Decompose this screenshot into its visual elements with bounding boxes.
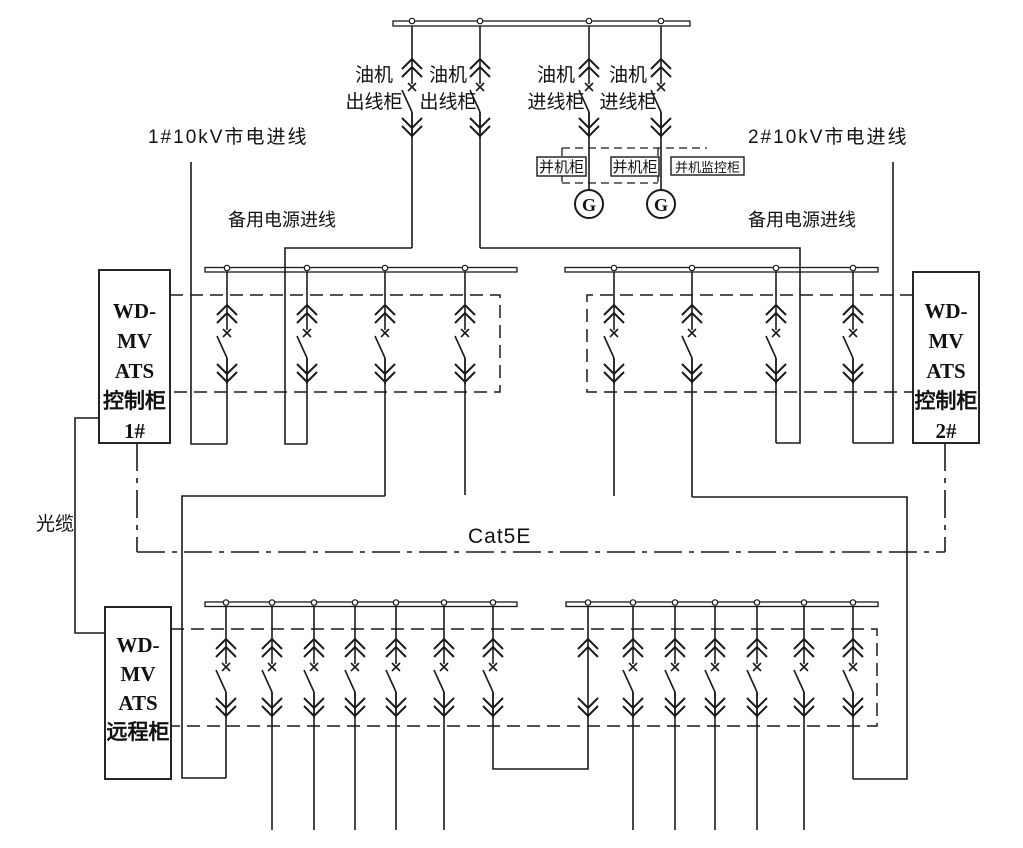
generator-1-circle	[574, 189, 604, 219]
left-ats-feeders	[216, 271, 476, 385]
ats-remote-box	[104, 606, 172, 780]
label-fiber: 光缆	[36, 514, 75, 535]
bottom-right-busbar	[565, 601, 879, 608]
breaker-symbol	[793, 605, 815, 719]
ats-cabinet-2-box	[912, 271, 980, 444]
junction-dots	[222, 17, 857, 606]
generator-symbols	[574, 189, 676, 219]
right-ats-feeders	[603, 271, 864, 385]
breaker-symbol	[385, 605, 407, 719]
control-links	[136, 443, 946, 553]
routing-wires	[74, 162, 908, 780]
breaker-symbol	[842, 271, 864, 385]
breaker-symbol	[296, 271, 318, 385]
label-utility-2: 2#10kV市电进线	[748, 127, 909, 148]
breaker-symbol	[603, 271, 625, 385]
fiber-wire	[74, 417, 105, 634]
cabinet-boxes	[98, 269, 980, 780]
breaker-symbol	[664, 605, 686, 719]
breaker-symbol	[746, 605, 768, 719]
left-feeder3-wire	[181, 495, 385, 779]
breaker-symbol	[261, 605, 283, 719]
paralleling-box-2	[610, 156, 660, 177]
ats-cabinet-1-box	[98, 269, 171, 444]
breaker-symbol	[215, 605, 237, 719]
breaker-symbol	[765, 271, 787, 385]
generator-2-circle	[646, 189, 676, 219]
generator-2-letter: G	[653, 195, 668, 215]
label-ats-cabinet-1: WD-MV ATS 控制柜 1#	[103, 299, 166, 443]
remote-right-feeders	[577, 605, 864, 719]
label-backup-left: 备用电源进线	[228, 210, 336, 230]
label-paralleling-monitor: 并机监控柜	[674, 160, 740, 175]
breaker-symbol	[374, 271, 396, 385]
label-paralleling-2: 并机柜	[612, 159, 658, 176]
right-ats-busbar	[564, 266, 879, 273]
breaker-symbol	[482, 605, 504, 719]
backup-left-wire	[284, 247, 412, 445]
utility-2-wire	[853, 162, 894, 444]
remote-left-feeders	[215, 605, 504, 719]
label-oil-outgoing-2: 油机 出线柜	[419, 65, 477, 113]
label-oil-incoming-2: 油机 进线柜	[599, 65, 657, 113]
label-oil-outgoing-1: 油机 出线柜	[345, 65, 403, 113]
bottom-left-busbar	[204, 601, 518, 608]
ats-dashed-enclosures	[170, 294, 913, 727]
utility-1-wire	[190, 162, 227, 445]
paralleling-monitor-box	[670, 156, 745, 176]
left-ats-busbar	[204, 266, 518, 273]
right-feeder2-wire	[692, 496, 908, 780]
breaker-symbol	[704, 605, 726, 719]
paralleling-box-1	[536, 156, 587, 177]
breaker-symbol	[454, 271, 476, 385]
label-paralleling-1: 并机柜	[538, 159, 584, 176]
paralleling-label-boxes	[536, 156, 745, 177]
breaker-symbol	[344, 605, 366, 719]
label-ats-remote: WD-MV ATS 远程柜	[106, 633, 170, 744]
breaker-symbol	[303, 605, 325, 719]
label-ats-cabinet-2: WD-MV ATS 控制柜 2#	[914, 299, 978, 443]
label-backup-right: 备用电源进线	[748, 210, 856, 230]
generator-busbar	[392, 20, 691, 27]
label-utility-1: 1#10kV市电进线	[148, 127, 309, 148]
backup-right-wire	[480, 247, 801, 444]
breaker-symbol	[842, 605, 864, 719]
breaker-symbol	[433, 605, 455, 719]
breaker-symbol	[216, 271, 238, 385]
generator-1-letter: G	[581, 195, 596, 215]
label-oil-incoming-1: 油机 进线柜	[527, 65, 585, 113]
link-symbol	[577, 605, 599, 719]
busbars	[204, 20, 879, 608]
breaker-symbol	[681, 271, 703, 385]
label-cat5e: Cat5E	[468, 525, 532, 548]
feeder-tails	[225, 112, 854, 830]
breaker-symbol	[622, 605, 644, 719]
